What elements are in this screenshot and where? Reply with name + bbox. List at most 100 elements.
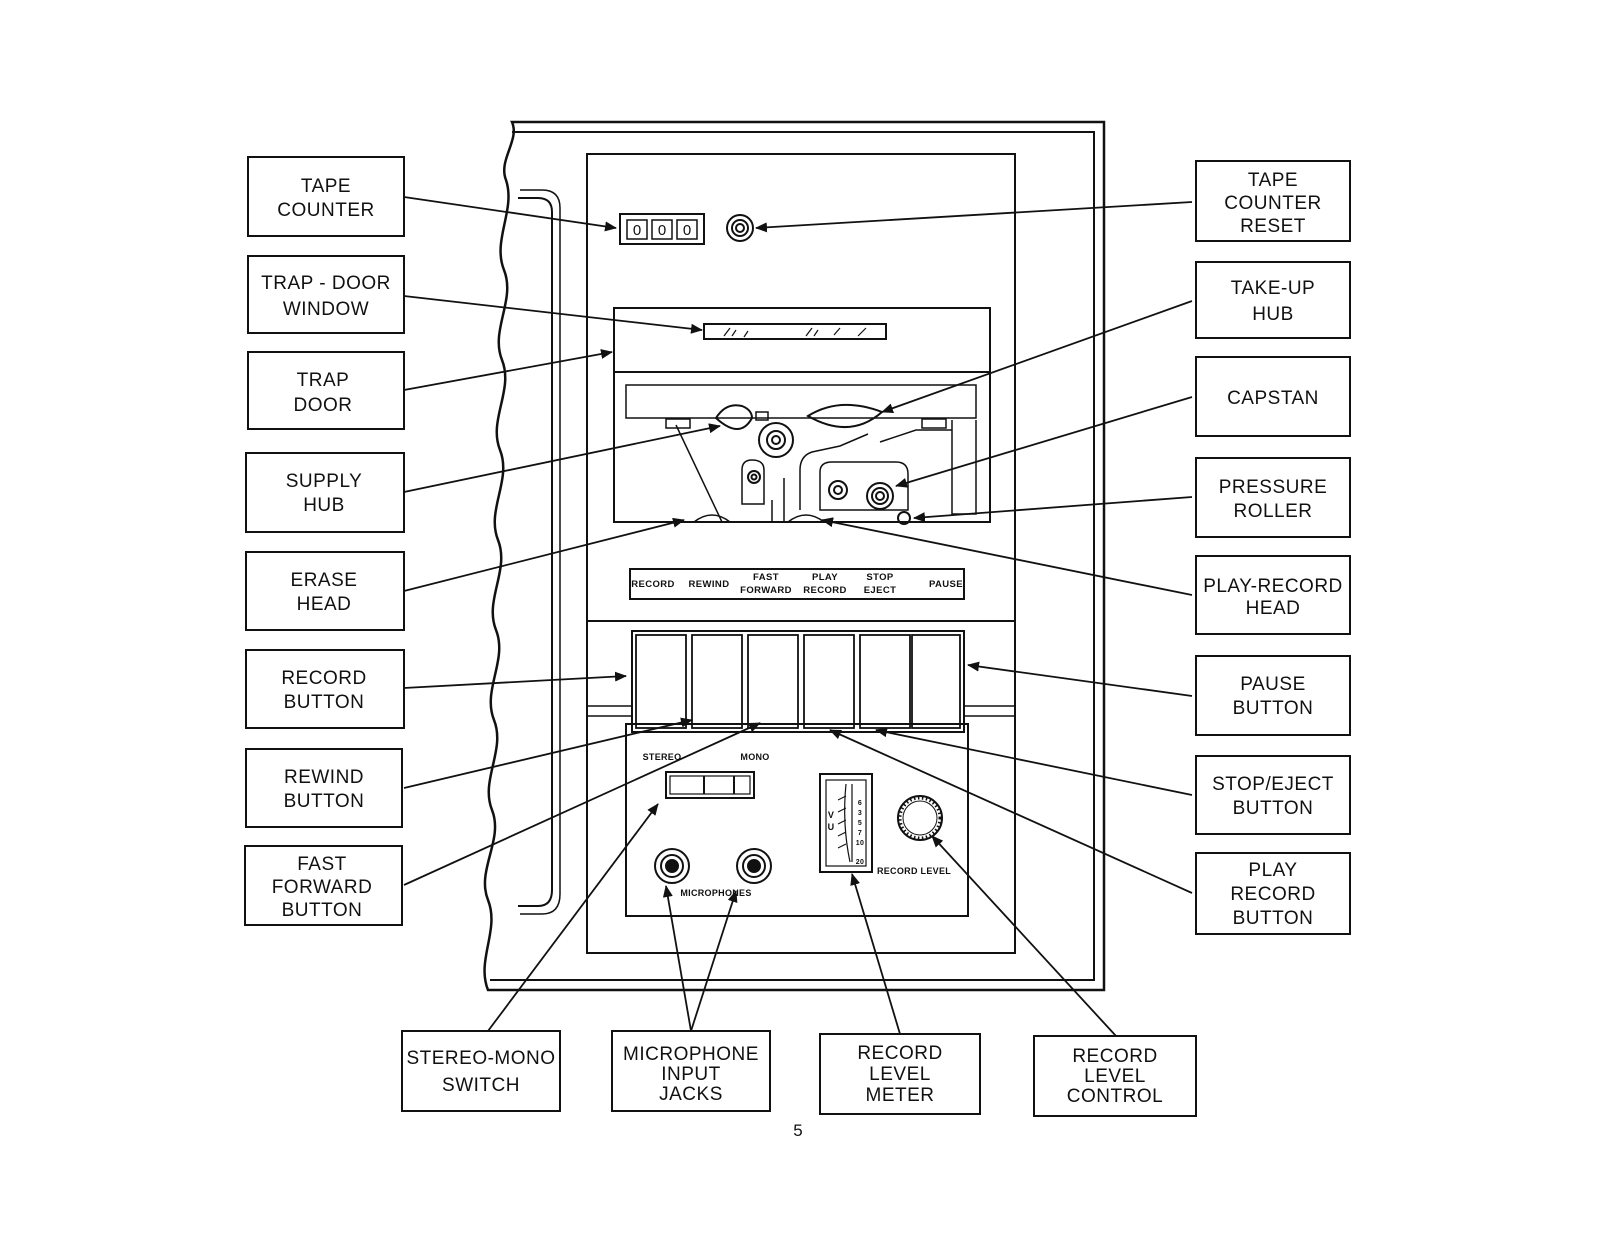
meter-scale: 3	[858, 810, 862, 817]
callout-label: SUPPLY	[286, 471, 363, 492]
microphone-jack[interactable]	[736, 848, 772, 884]
callout-label: SWITCH	[442, 1075, 520, 1096]
callout-pressure-roller	[1195, 457, 1351, 538]
take-up-hub	[806, 403, 884, 428]
callout-tape-counter-reset	[1195, 160, 1351, 242]
callout-label: RESET	[1240, 216, 1306, 237]
callout-supply-hub	[245, 452, 405, 533]
rewind-button[interactable]	[691, 634, 743, 729]
callout-label: TRAP	[297, 370, 350, 391]
meter-scale: 20	[856, 859, 864, 866]
mono-label: MONO	[740, 752, 769, 762]
label-play-record: RECORD	[803, 585, 847, 596]
pause-button[interactable]	[911, 634, 961, 729]
callout-tape-counter	[247, 156, 405, 237]
cabinet-handle	[518, 197, 553, 907]
callout-label: LEVEL	[1084, 1066, 1146, 1087]
label-stop-eject: EJECT	[864, 585, 897, 596]
callout-label: LEVEL	[869, 1064, 931, 1085]
fast-forward-button[interactable]	[747, 634, 799, 729]
callout-label: DOOR	[294, 395, 353, 416]
callout-label: CAPSTAN	[1227, 388, 1319, 409]
callout-label: BUTTON	[1233, 698, 1314, 719]
callout-label: RECORD	[281, 668, 366, 689]
callout-label: BUTTON	[1233, 908, 1314, 929]
callout-stop-eject-button	[1195, 755, 1351, 835]
callout-label: RECORD	[1230, 884, 1315, 905]
label-play-record: PLAY	[812, 572, 838, 583]
callout-label: ERASE	[291, 570, 358, 591]
button-bank	[631, 630, 965, 733]
microphones-label: MICROPHONES	[680, 888, 751, 898]
play-record-button[interactable]	[803, 634, 855, 729]
stereo-mono-switch[interactable]	[665, 771, 755, 799]
callout-label: PRESSURE	[1219, 477, 1328, 498]
callout-label: PLAY-RECORD	[1203, 576, 1343, 597]
callout-label: TAKE-UP	[1231, 278, 1315, 299]
meter-scale: 10	[856, 840, 864, 847]
callout-label: PLAY	[1248, 860, 1297, 881]
vu-label: U	[828, 822, 835, 832]
function-label-strip	[629, 568, 965, 600]
callout-label: COUNTER	[1224, 193, 1321, 214]
callout-rewind-button	[245, 748, 403, 828]
microphone-jack[interactable]	[654, 848, 690, 884]
recorder-cabinet	[483, 120, 1106, 992]
callout-record-level-meter	[819, 1033, 981, 1115]
tape-counter	[619, 213, 705, 245]
callout-label: JACKS	[659, 1084, 723, 1105]
cabinet-outline	[483, 120, 1106, 992]
callout-label: BUTTON	[284, 692, 365, 713]
callout-label: WINDOW	[283, 299, 369, 320]
callout-label: TAPE	[301, 176, 351, 197]
callout-label: CONTROL	[1067, 1086, 1163, 1107]
record-level-knob[interactable]	[897, 795, 943, 841]
callout-trap-door-window	[247, 255, 405, 334]
vu-meter	[819, 773, 873, 873]
callout-label: HEAD	[1246, 598, 1301, 619]
callout-label: BUTTON	[284, 791, 365, 812]
callout-label: BUTTON	[1233, 798, 1314, 819]
callout-label: COUNTER	[277, 200, 374, 221]
callout-label: INPUT	[661, 1064, 721, 1085]
callout-label: FAST	[297, 854, 347, 875]
trap-door[interactable]	[613, 307, 991, 525]
callout-erase-head	[245, 551, 405, 631]
supply-hub	[714, 404, 754, 430]
callout-stereo-mono-switch	[401, 1030, 561, 1112]
callout-microphone-input-jacks	[611, 1030, 771, 1112]
callout-label: HUB	[1252, 304, 1294, 325]
callout-label: REWIND	[284, 767, 364, 788]
counter-reset-button[interactable]	[726, 214, 754, 242]
trap-door-window	[703, 323, 887, 340]
callout-label: PAUSE	[1240, 674, 1306, 695]
stereo-label: STEREO	[643, 752, 682, 762]
cabinet-bevel	[490, 131, 1095, 981]
stop-eject-button[interactable]	[859, 634, 911, 729]
capstan	[866, 482, 894, 510]
record-button[interactable]	[635, 634, 687, 729]
callout-label: HUB	[303, 495, 345, 516]
callout-label: METER	[866, 1085, 935, 1106]
counter-digit: 0	[683, 222, 691, 239]
callout-label: TRAP - DOOR	[261, 273, 391, 294]
vu-label: V	[828, 810, 834, 820]
callout-capstan	[1195, 356, 1351, 437]
callout-label: HEAD	[297, 594, 352, 615]
counter-digit: 0	[633, 222, 641, 239]
callout-label: STOP/EJECT	[1212, 774, 1334, 795]
label-stop-eject: STOP	[866, 572, 894, 583]
callout-play-record-head	[1195, 555, 1351, 635]
label-fast-forward: FAST	[753, 572, 779, 583]
record-level-label: RECORD LEVEL	[877, 866, 951, 876]
callout-label: TAPE	[1248, 170, 1298, 191]
callout-label: ROLLER	[1233, 501, 1312, 522]
front-panel	[586, 153, 1016, 954]
page-number: 5	[793, 1121, 802, 1140]
callout-label: RECORD	[857, 1043, 942, 1064]
callout-record-button	[245, 649, 405, 729]
pressure-roller	[897, 511, 911, 525]
callout-record-level-control	[1033, 1035, 1197, 1117]
callout-trap-door	[247, 351, 405, 430]
